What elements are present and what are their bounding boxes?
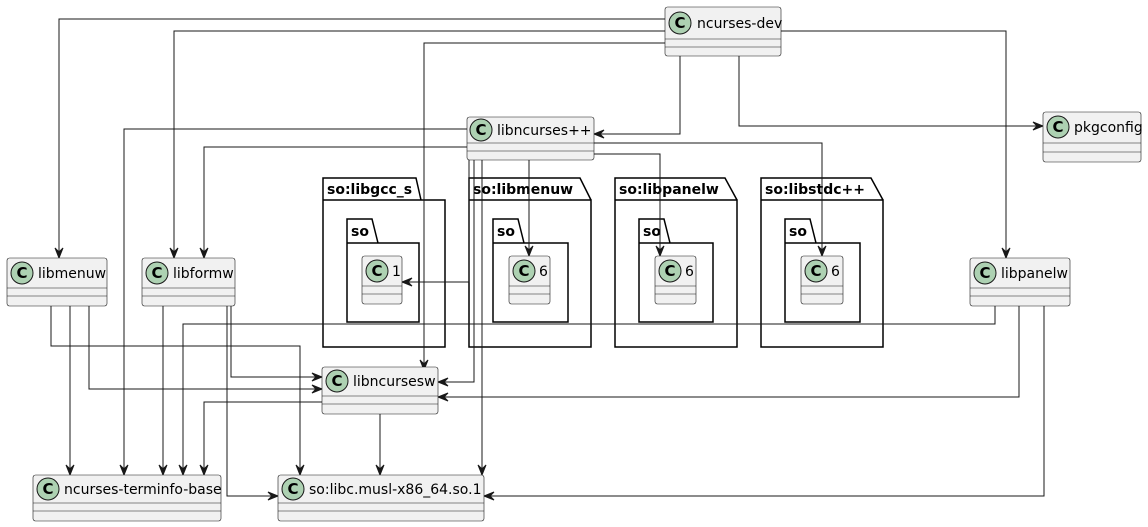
svg-text:C: C (331, 372, 342, 390)
edge-pp-to-terminfo (123, 128, 467, 473)
class-ncurses-terminfo-base: C ncurses-terminfo-base (32, 474, 222, 522)
class-name: 6 (831, 264, 840, 280)
package-label: so:libmenuw (473, 182, 573, 198)
package-label: so:libgcc_s (327, 182, 412, 198)
package-label: so (351, 224, 369, 240)
package-so-libgcc-s: so:libgcc_s so (322, 177, 446, 348)
class-name: libncursesw (353, 374, 436, 390)
class-icon: C (668, 11, 692, 35)
edge-menuw-to-libncursesw (88, 306, 320, 390)
edge-dev-to-libncursesw (423, 42, 665, 368)
svg-text:C: C (475, 121, 486, 139)
edge-panelw-to-libc (486, 306, 1045, 497)
edge-panelw-to-libncursesw (440, 306, 1020, 398)
class-name: libmenuw (38, 266, 106, 282)
class-ncurses-dev: C ncurses-dev (664, 6, 782, 57)
class-icon: C (1046, 115, 1070, 139)
package-so-libpanelw: so:libpanelw so (614, 177, 738, 348)
svg-text:C: C (151, 264, 162, 282)
edge-pp-to-libncursesw (440, 160, 475, 383)
svg-text:C: C (979, 264, 990, 282)
class-icon: C (658, 259, 682, 283)
edge-pp-to-stdcpp-6 (594, 142, 823, 254)
package-label: so:libstdc++ (765, 182, 865, 198)
class-name: libpanelw (1001, 266, 1068, 282)
class-icon: C (281, 477, 305, 501)
edge-pp-to-libformw (203, 146, 467, 256)
svg-text:C: C (674, 14, 685, 32)
package-label: so (497, 224, 515, 240)
class-name: 6 (539, 264, 548, 280)
package-label: so (643, 224, 661, 240)
edge-formw-to-libncursesw (230, 306, 320, 378)
class-libmenuw: C libmenuw (6, 257, 108, 307)
svg-text:C: C (42, 480, 53, 498)
edge-dev-to-libpanelw (781, 30, 1007, 256)
class-pkgconfig: C pkgconfig (1042, 111, 1143, 163)
edge-menuw-to-libc (50, 306, 301, 473)
svg-text:C: C (287, 480, 298, 498)
class-icon: C (973, 261, 997, 285)
edge-panelw-to-terminfo (182, 306, 996, 473)
edge-dev-to-libformw (173, 30, 665, 256)
edge-dev-to-pkgconfig (738, 56, 1041, 127)
class-icon: C (145, 261, 169, 285)
class-name: libncurses++ (497, 123, 592, 139)
package-so-libmenuw: so:libmenuw so (468, 177, 592, 348)
svg-text:C: C (371, 262, 382, 280)
class-icon: C (365, 259, 389, 283)
class-icon: C (512, 259, 536, 283)
package-label: so (789, 224, 807, 240)
svg-text:C: C (810, 262, 821, 280)
class-libncursespp: C libncurses++ (466, 116, 595, 161)
class-name: libformw (173, 266, 234, 282)
class-icon: C (36, 477, 60, 501)
class-libstdcpp-so-6: C 6 (800, 255, 844, 305)
svg-text:C: C (1052, 118, 1063, 136)
class-icon: C (10, 261, 34, 285)
svg-text:C: C (518, 262, 529, 280)
class-libpanelw: C libpanelw (969, 257, 1071, 307)
class-name: 6 (685, 264, 694, 280)
class-name: pkgconfig (1074, 120, 1143, 136)
class-icon: C (469, 118, 493, 142)
class-name: 1 (392, 264, 401, 280)
svg-text:C: C (16, 264, 27, 282)
package-so-libstdcpp: so:libstdc++ so (760, 177, 884, 348)
class-libc-musl: C so:libc.musl-x86_64.so.1 (277, 474, 485, 522)
class-libmenuw-so-6: C 6 (508, 255, 551, 305)
edge-pp-to-gcc-1 (404, 160, 470, 283)
class-libgcc-so-1: C 1 (361, 255, 403, 305)
edge-formw-to-libc (226, 306, 276, 497)
edge-pp-to-panelw-6 (594, 153, 661, 254)
class-icon: C (325, 369, 349, 393)
edge-ncursesw-to-terminfo (203, 401, 322, 473)
edge-dev-to-libmenuw (58, 18, 665, 256)
class-name: so:libc.musl-x86_64.so.1 (309, 482, 481, 498)
package-label: so:libpanelw (619, 182, 719, 198)
edges (50, 18, 1045, 501)
class-name: ncurses-terminfo-base (64, 482, 222, 498)
edge-dev-to-libncursespp (596, 56, 681, 135)
class-libpanelw-so-6: C 6 (654, 255, 697, 305)
svg-text:C: C (664, 262, 675, 280)
class-icon: C (804, 259, 828, 283)
class-name: ncurses-dev (697, 16, 782, 32)
class-libformw: C libformw (141, 257, 236, 307)
class-libncursesw: C libncursesw (321, 366, 439, 415)
